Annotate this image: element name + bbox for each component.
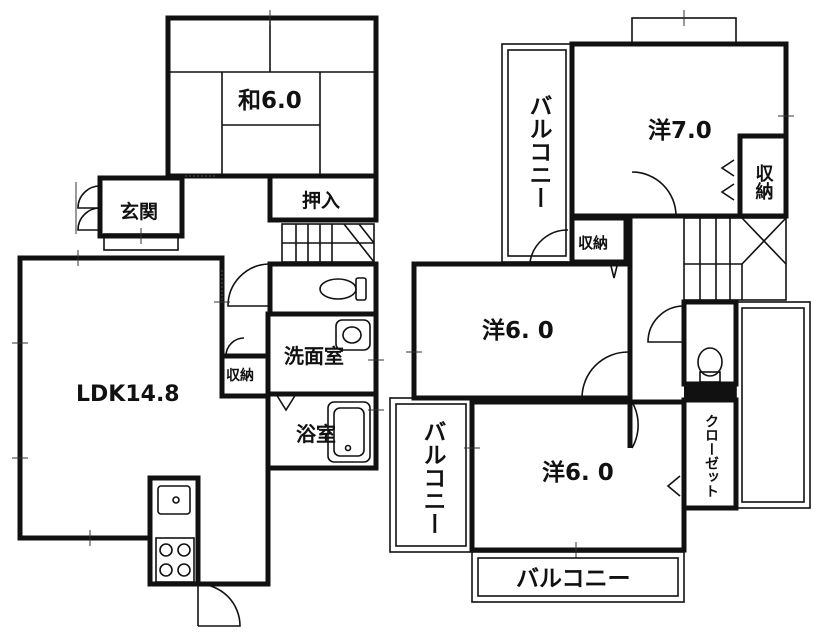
label-shuno-yo7: 収納	[753, 164, 774, 200]
yo6-upper-walls	[411, 261, 633, 401]
stairs-1f	[281, 223, 375, 263]
label-shuno-2f: 収納	[578, 234, 608, 252]
toilet-1f-walls	[267, 261, 379, 317]
second-floor	[389, 10, 811, 603]
ldk-walls	[17, 255, 271, 587]
label-yokushitsu: 浴室	[296, 422, 336, 446]
stairs-2f	[683, 217, 787, 301]
label-washitsu: 和6.0	[238, 88, 302, 114]
label-balcony-top: バルコニー	[525, 94, 552, 209]
label-yo6-upper: 洋6. 0	[482, 317, 554, 344]
oshiire-walls	[267, 173, 379, 223]
first-floor	[12, 10, 384, 627]
shuno-yo7-walls	[737, 133, 789, 219]
balcony-bottom	[471, 551, 685, 603]
label-balcony-bottom: バルコニー	[516, 566, 631, 592]
closet-walls	[681, 397, 739, 511]
kitchen-counter	[147, 475, 201, 587]
yokushitsu-walls	[265, 391, 379, 471]
label-balcony-left: バルコニー	[419, 420, 446, 535]
label-yo7: 洋7.0	[648, 117, 712, 144]
label-yo6-lower: 洋6. 0	[542, 459, 614, 486]
label-closet: クローゼット	[703, 414, 719, 498]
label-shuno-1f: 収納	[226, 367, 254, 384]
label-senmenshitsu: 洗面室	[284, 344, 344, 368]
label-ldk: LDK14.8	[76, 382, 180, 407]
label-genkan: 玄関	[120, 200, 158, 223]
label-oshiire: 押入	[302, 189, 340, 212]
balcony-right	[735, 301, 811, 509]
toilet-1f	[319, 277, 367, 301]
